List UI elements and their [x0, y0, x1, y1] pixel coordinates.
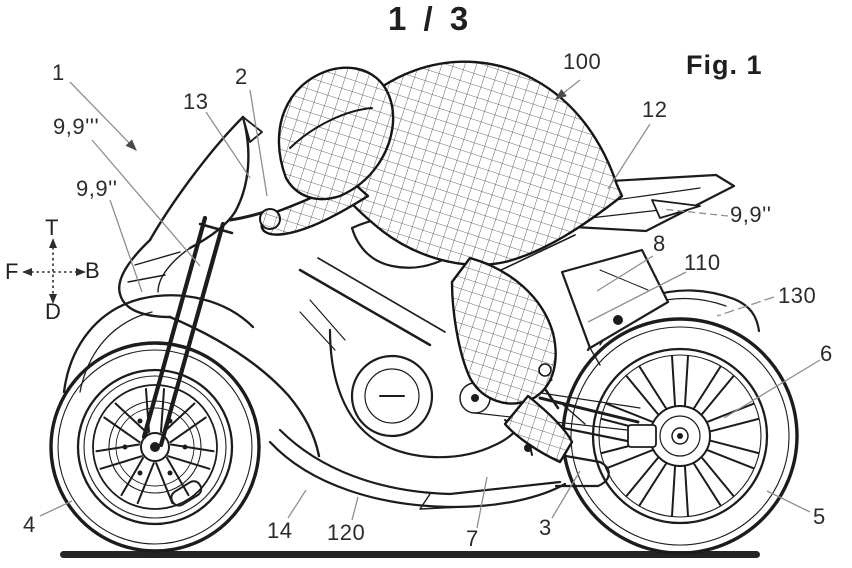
ref-label-120: 120 — [327, 520, 366, 545]
motorcycle-body — [49, 60, 799, 555]
compass-down-label: D — [45, 299, 61, 324]
front-fork — [141, 215, 234, 448]
ref-label-4: 4 — [23, 512, 36, 537]
ref-label-7: 7 — [466, 526, 479, 551]
ref-label-12: 12 — [642, 97, 668, 122]
ref-label-110: 110 — [684, 250, 721, 275]
ref-label-100: 100 — [563, 49, 602, 74]
rider — [259, 60, 624, 464]
figure-caption: Fig. 1 — [686, 50, 763, 80]
rider-helmet — [277, 66, 395, 201]
leader-lines — [39, 79, 821, 529]
front-fairing — [118, 115, 321, 458]
rider-thigh — [450, 256, 557, 405]
knee-slider — [538, 363, 552, 377]
ref-label-8: 8 — [653, 231, 666, 256]
frame-and-engine — [298, 257, 646, 459]
sheet-indicator: 1 / 3 — [388, 0, 473, 37]
tail-winglet — [651, 199, 701, 219]
orientation-compass — [22, 238, 86, 304]
ref-label-9-9-triple-prime: 9,9''' — [53, 114, 100, 139]
ref-label-13: 13 — [183, 89, 209, 114]
compass-front-label: F — [5, 259, 19, 284]
rider-glove — [259, 208, 281, 230]
ref-label-3: 3 — [539, 515, 552, 540]
rider-boot — [503, 394, 574, 464]
front-fender — [62, 294, 255, 394]
compass-top-label: T — [45, 215, 59, 240]
ref-label-6: 6 — [820, 341, 833, 366]
ref-label-9-9-double-prime-left: 9,9'' — [76, 176, 118, 201]
rear-wheel — [561, 317, 799, 555]
helmet-visor — [289, 107, 373, 149]
ref-label-1: 1 — [52, 60, 65, 85]
ref-label-9-9-double-prime-right: 9,9'' — [730, 202, 772, 227]
ref-label-5: 5 — [813, 504, 826, 529]
ref-label-2: 2 — [235, 64, 248, 89]
front-brake-caliper — [170, 480, 203, 507]
compass-back-label: B — [85, 258, 100, 283]
front-wheel — [49, 341, 261, 553]
ref-label-130: 130 — [778, 283, 817, 308]
side-plate-panel — [560, 248, 670, 366]
rider-torso — [320, 60, 624, 266]
ref-label-14: 14 — [267, 518, 293, 543]
ground-line — [60, 551, 760, 558]
